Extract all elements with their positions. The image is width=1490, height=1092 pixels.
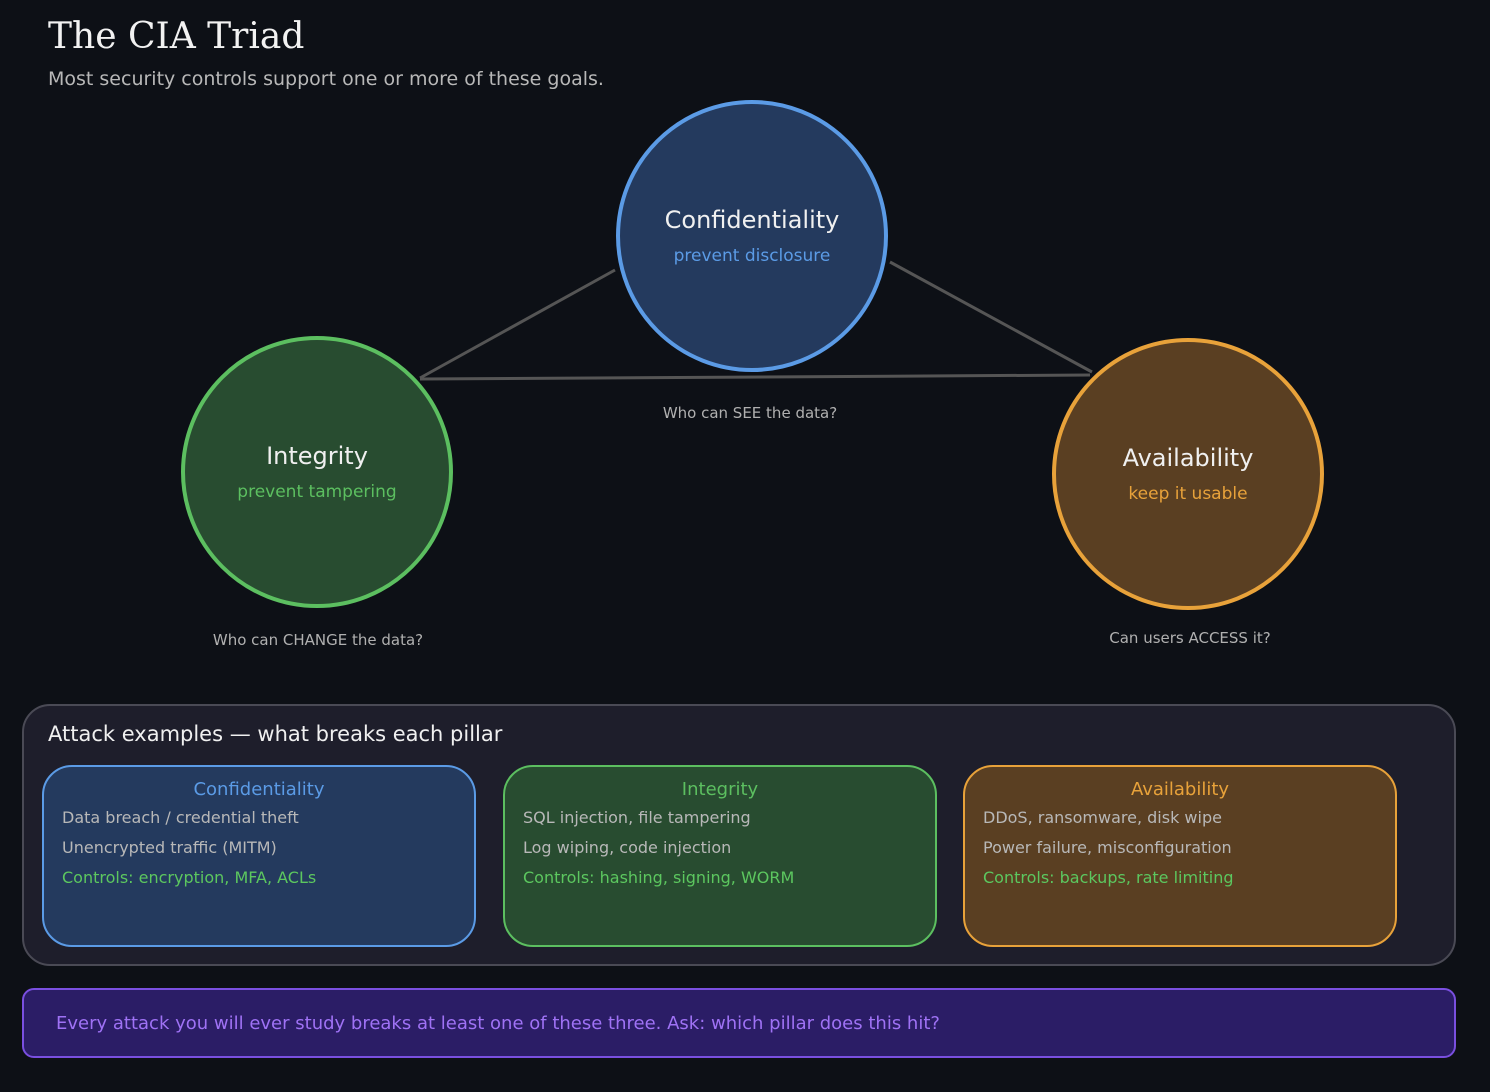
card-line: Power failure, misconfiguration (983, 838, 1232, 857)
node-goal: prevent tampering (237, 482, 397, 502)
connector-c-i (419, 268, 616, 380)
availability-node: Availability keep it usable (1052, 338, 1324, 610)
triad-connectors (419, 260, 1093, 381)
card-title: Integrity (681, 779, 759, 800)
node-goal: prevent disclosure (673, 246, 831, 266)
attack-card-integrity: Integrity SQL injection, file tampering … (503, 765, 937, 947)
banner-text: Every attack you will ever study breaks … (56, 1012, 940, 1034)
availability-question: Can users ACCESS it? (1109, 629, 1271, 647)
attack-card-availability: Availability DDoS, ransomware, disk wipe… (963, 765, 1397, 947)
page-title: The CIA Triad (48, 16, 305, 57)
card-controls: Controls: backups, rate limiting (983, 868, 1234, 887)
card-line: Log wiping, code injection (523, 838, 732, 857)
node-name: Confidentiality (664, 206, 840, 234)
connector-c-a (889, 260, 1093, 374)
takeaway-banner: Every attack you will ever study breaks … (22, 988, 1456, 1058)
attack-examples-title: Attack examples — what breaks each pilla… (48, 722, 503, 746)
card-controls: Controls: encryption, MFA, ACLs (62, 868, 317, 887)
node-name: Integrity (266, 442, 368, 470)
confidentiality-node: Confidentiality prevent disclosure (616, 100, 888, 372)
attack-card-confidentiality: Confidentiality Data breach / credential… (42, 765, 476, 947)
card-title: Availability (1130, 779, 1230, 800)
card-line: SQL injection, file tampering (523, 808, 751, 827)
node-goal: keep it usable (1128, 484, 1248, 504)
card-line: Unencrypted traffic (MITM) (62, 838, 277, 857)
integrity-node: Integrity prevent tampering (181, 336, 453, 608)
node-name: Availability (1122, 444, 1254, 472)
connector-i-a (419, 373, 1091, 381)
card-line: DDoS, ransomware, disk wipe (983, 808, 1222, 827)
confidentiality-question: Who can SEE the data? (662, 404, 838, 422)
card-controls: Controls: hashing, signing, WORM (523, 868, 795, 887)
integrity-question: Who can CHANGE the data? (212, 631, 424, 649)
card-title: Confidentiality (193, 779, 325, 800)
card-line: Data breach / credential theft (62, 808, 299, 827)
page-subtitle: Most security controls support one or mo… (48, 68, 604, 90)
